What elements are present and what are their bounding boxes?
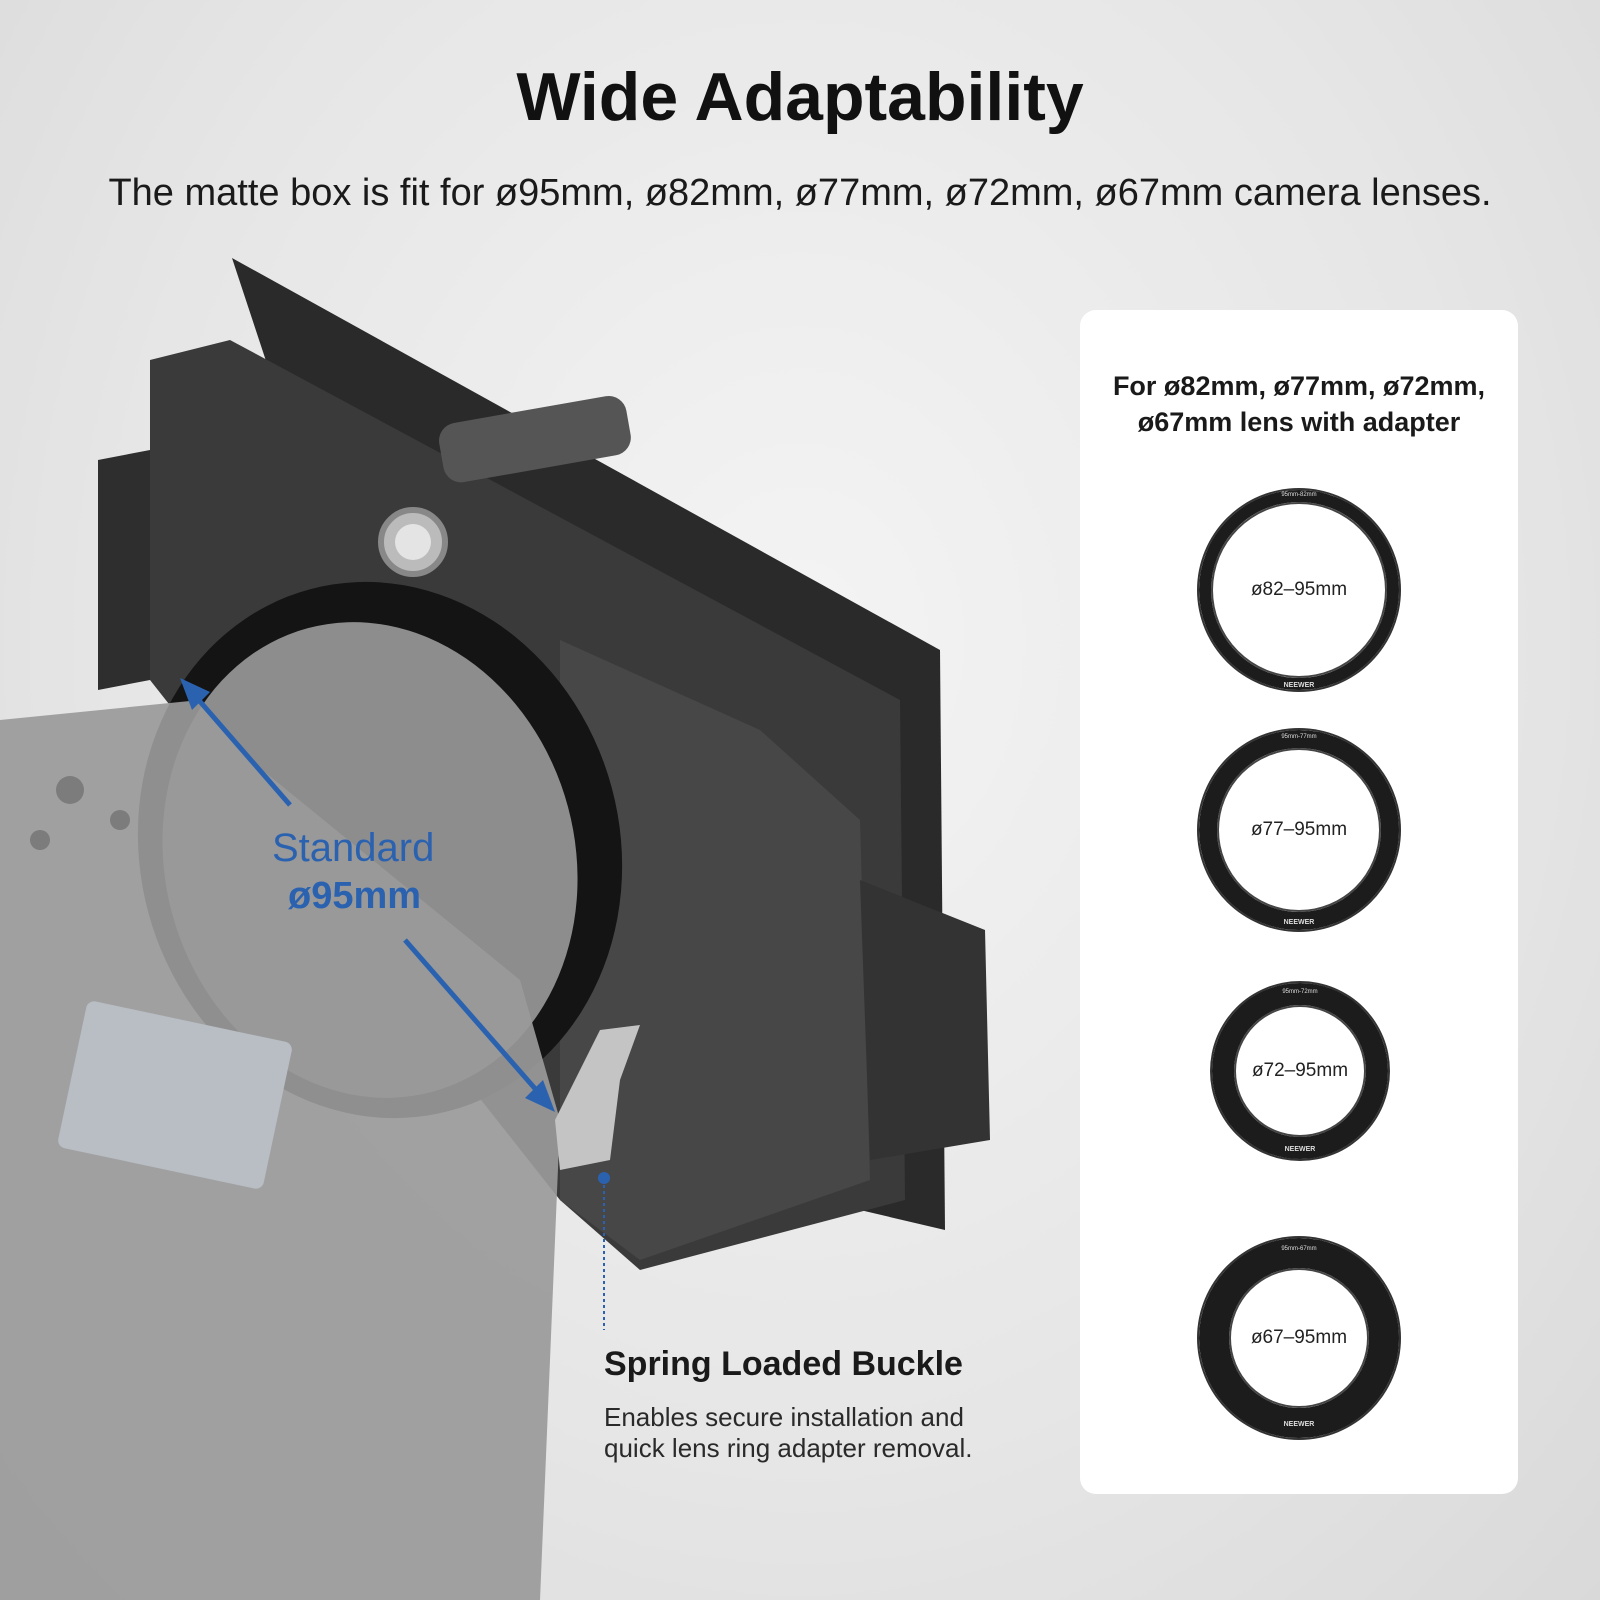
ring-engraving: 95mm-77mm xyxy=(1281,734,1317,740)
adapter-ring-82: 95mm-82mm ø82–95mm NEEWER xyxy=(1199,490,1399,690)
adapter-ring-77: 95mm-77mm ø77–95mm NEEWER xyxy=(1199,730,1399,930)
right-tabs xyxy=(860,880,990,1160)
ring-engraving: 95mm-72mm xyxy=(1282,989,1318,995)
camera-body xyxy=(0,700,560,1600)
standard-label: Standard xyxy=(272,826,435,870)
title-line-1: For ø82mm, ø77mm, ø72mm, xyxy=(1112,371,1486,401)
feature-title: Spring Loaded Buckle xyxy=(604,1345,963,1383)
page-title: Wide Adaptability xyxy=(516,59,1084,135)
buckle-pointer-dot xyxy=(598,1172,610,1184)
ring-brand: NEEWER xyxy=(1284,1146,1316,1153)
ring-label: ø72–95mm xyxy=(1251,1060,1349,1081)
ring-label: ø67–95mm xyxy=(1250,1327,1348,1348)
title-line-2: ø67mm lens with adapter xyxy=(1137,407,1461,437)
ring-engraving: 95mm-82mm xyxy=(1281,492,1317,498)
side-tabs xyxy=(98,450,150,690)
camera-screen xyxy=(58,1001,292,1189)
diameter-arrow xyxy=(188,688,292,807)
adapter-card-title: For ø82mm, ø77mm, ø72mm, ø67mm lens with… xyxy=(1080,368,1518,440)
page-subtitle: The matte box is fit for ø95mm, ø82mm, ø… xyxy=(108,172,1492,214)
ring-label: ø77–95mm xyxy=(1250,819,1348,840)
adapter-ring-67: 95mm-67mm ø67–95mm NEEWER xyxy=(1199,1238,1399,1438)
feature-description: Enables secure installation and quick le… xyxy=(604,1402,973,1463)
matte-box-illustration xyxy=(0,258,990,1600)
ring-engraving: 95mm-67mm xyxy=(1281,1246,1317,1252)
ring-brand: NEEWER xyxy=(1283,919,1315,926)
ring-brand: NEEWER xyxy=(1283,682,1315,689)
ring-brand: NEEWER xyxy=(1283,1421,1315,1428)
ring-label: ø82–95mm xyxy=(1250,579,1348,600)
adapter-ring-72: 95mm-72mm ø72–95mm NEEWER xyxy=(1212,983,1388,1159)
spring-buckle xyxy=(555,1025,640,1170)
lock-lever xyxy=(439,395,631,483)
matte-box-front xyxy=(560,640,870,1260)
adapter-card: For ø82mm, ø77mm, ø72mm, ø67mm lens with… xyxy=(1080,310,1518,1494)
standard-size: ø95mm xyxy=(288,875,422,917)
